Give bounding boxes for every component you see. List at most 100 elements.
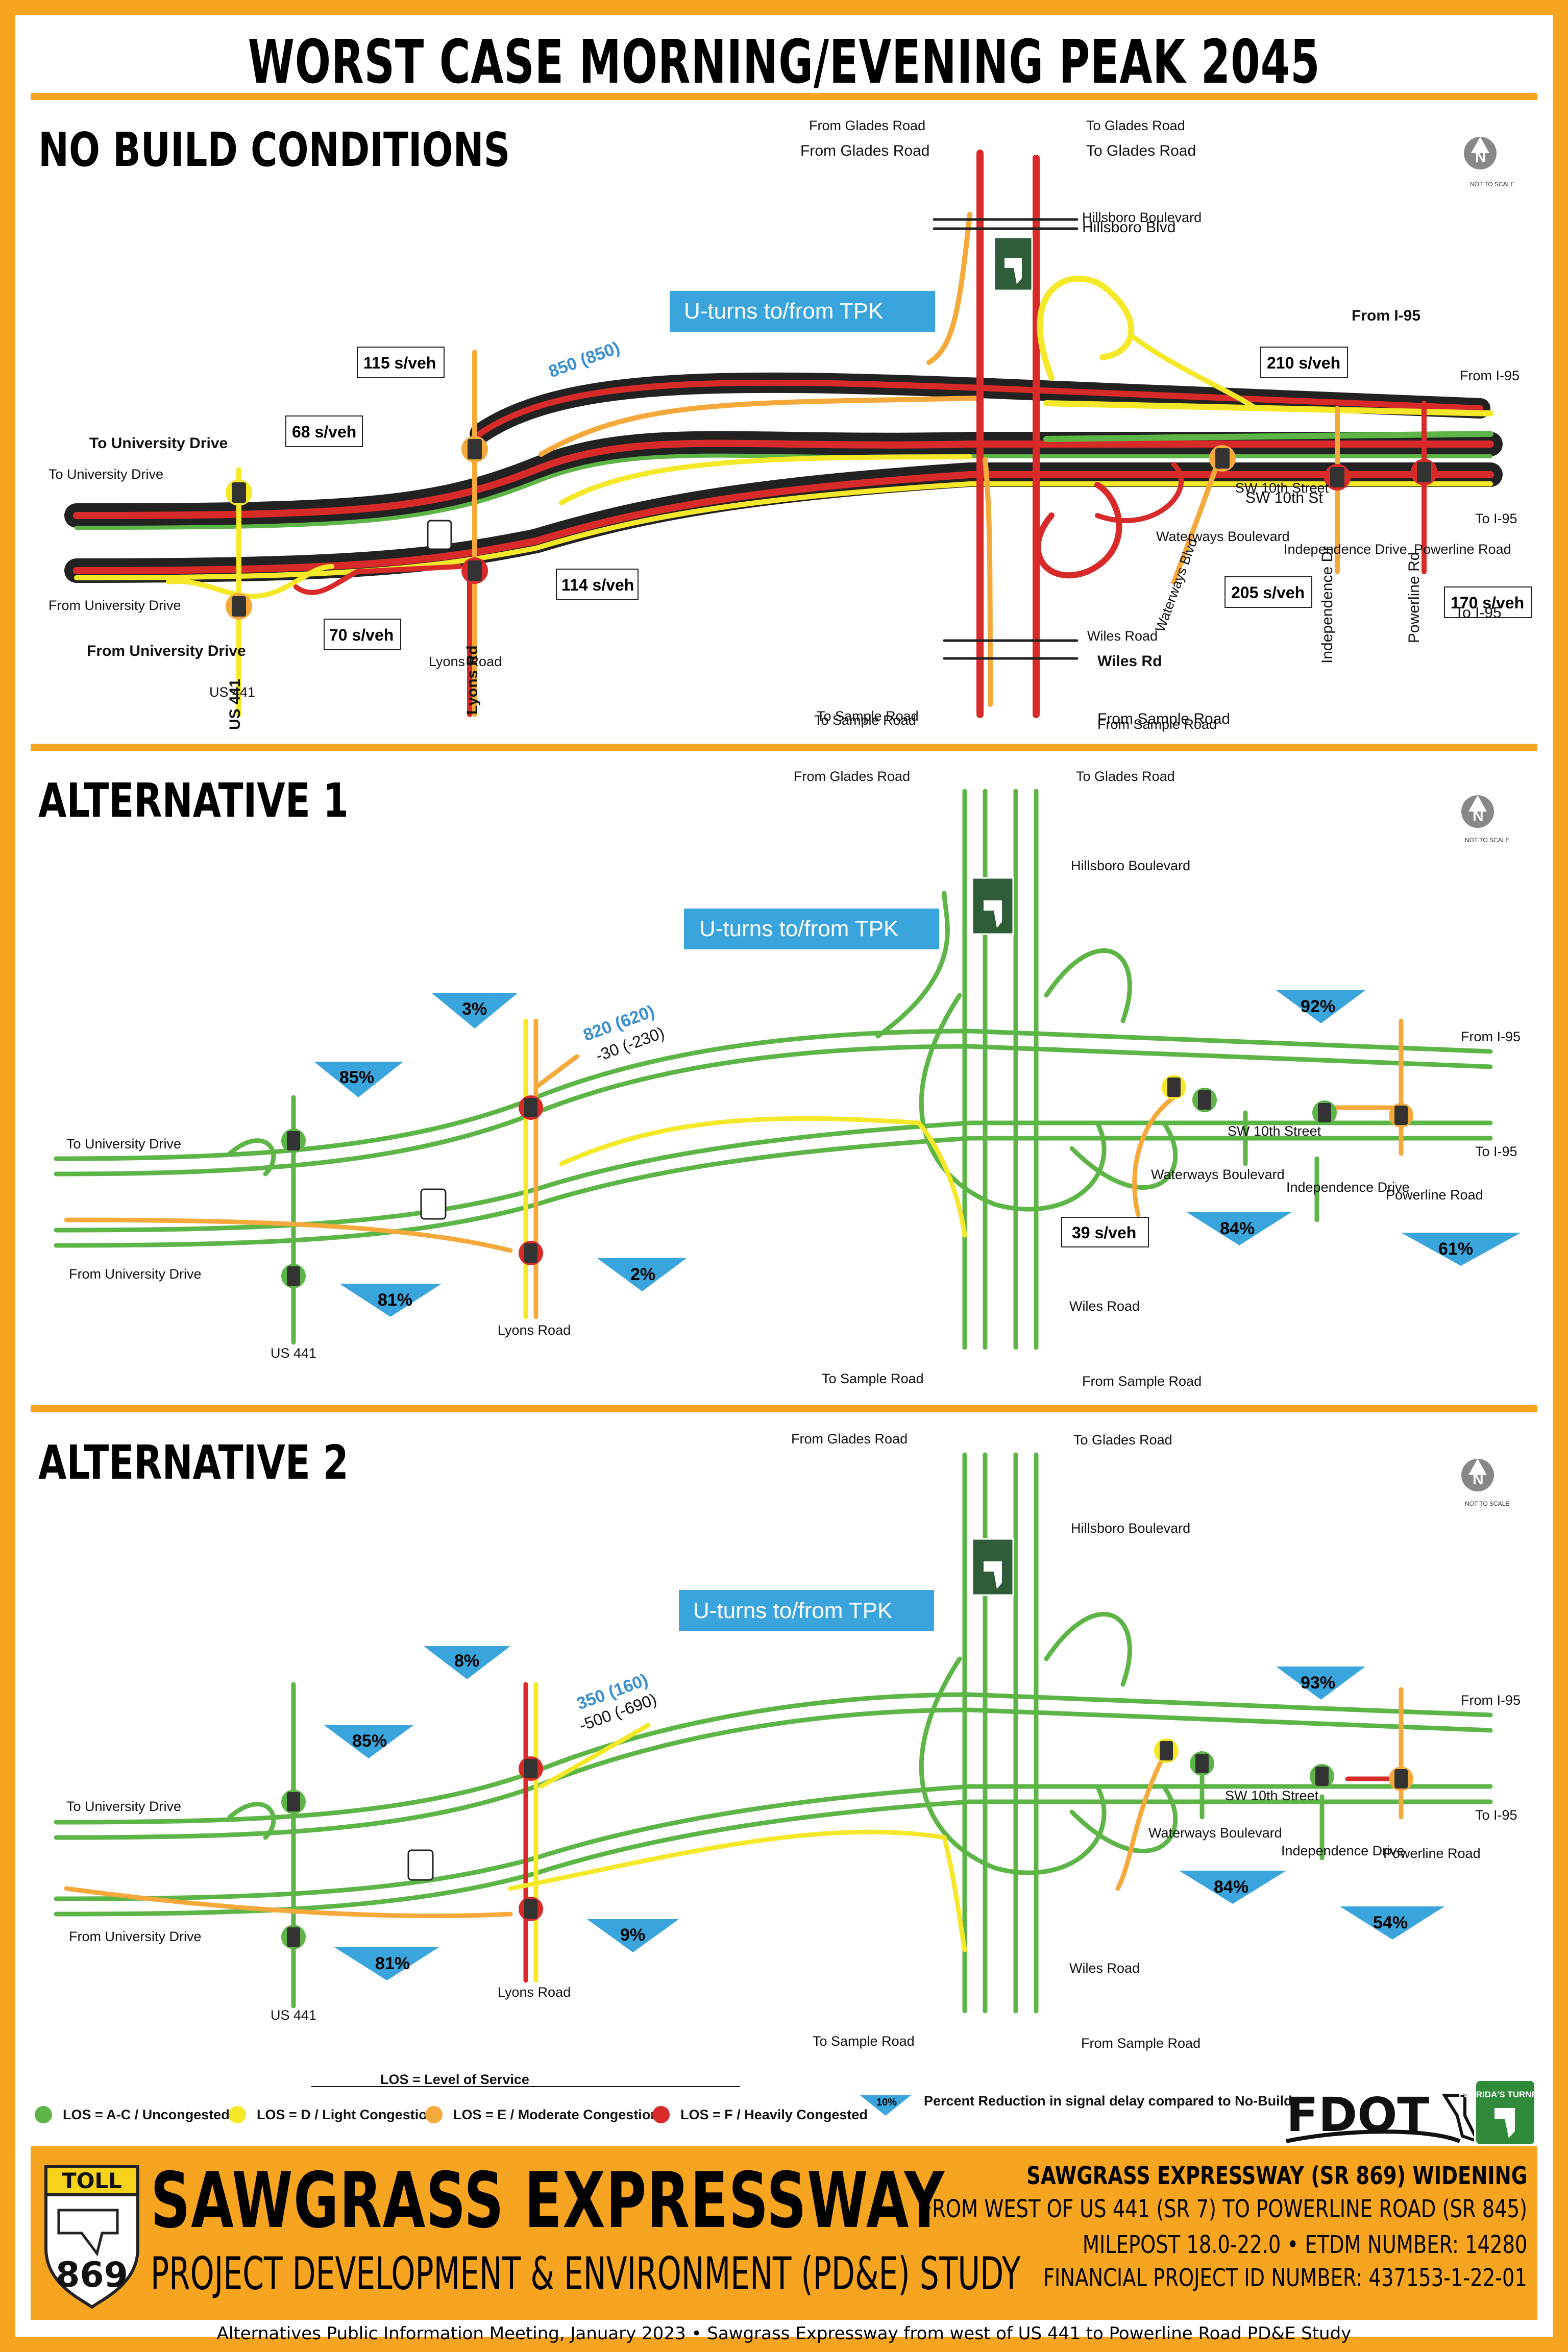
road-label: Wiles Road [1069,1298,1140,1314]
legend-item: LOS = D / Light Congestion [229,2106,435,2123]
road-label: From University Drive [87,643,246,659]
sr869-toll-shield-icon: TOLL 869 [44,2165,139,2309]
legend-label: LOS = A-C / Uncongested [63,2107,230,2122]
footer-study-name: PROJECT DEVELOPMENT & ENVIRONMENT (PD&E)… [151,2247,1021,2300]
reduction-label: 81% [378,1290,412,1310]
traffic-signal-icon [281,1129,306,1153]
traffic-signal-icon [1162,1075,1186,1099]
road-label: To University Drive [89,435,228,452]
nobuild-title: NO BUILD CONDITIONS [38,122,510,177]
road-label: From University Drive [48,598,181,613]
footer-fpid: FINANCIAL PROJECT ID NUMBER: 437153-1-22… [1043,2264,1527,2292]
road-label: Lyons Road [429,654,502,669]
traffic-signal-icon [281,1790,306,1814]
road-label: To I-95 [1475,1144,1517,1159]
alt2-reduction-callouts: 8% 85% 81% 9% 93% 84% 54% [324,1646,1444,1980]
road-label: SW 10th Street [1235,480,1329,496]
road-label: To Sample Road [822,1371,924,1386]
traffic-signal-icon [1192,1088,1217,1112]
footer-band: TOLL 869 SAWGRASS EXPRESSWAY PROJECT DEV… [31,2146,1537,2320]
legend-item: LOS = F / Heavily Congested [652,2106,868,2123]
page-title: WORST CASE MORNING/EVENING PEAK 2045 [248,27,1320,97]
road-label: To University Drive [48,467,163,482]
road-label: From I-95 [1461,1693,1521,1708]
sr869-shield-icon [407,1849,434,1881]
road-label: Waterways Boulevard [1151,1167,1285,1182]
traffic-signal-icon [1154,1738,1179,1763]
traffic-signal-icon [519,1095,543,1120]
alt1-delay-label: 39 s/veh [1072,1223,1136,1242]
alt1-road-labels: From Glades Road To Glades Road Hillsbor… [66,769,1521,1389]
alt1-diagram: N NOT TO SCALE [54,769,1521,1389]
road-label: Hillsboro Boulevard [1082,210,1202,225]
road-label: US 441 [209,684,255,700]
road-label: To Sample Road [814,713,916,728]
turnpike-logo-text: FLORIDA'S TURNPIKE [1459,2090,1537,2099]
legend-item: LOS = A-C / Uncongested [35,2106,230,2123]
delay-label: 68 s/veh [292,423,356,441]
footer-project-name: SAWGRASS EXPRESSWAY [151,2157,945,2245]
traffic-signal-icon [1310,1764,1334,1788]
road-label: From I-95 [1460,368,1520,383]
delay-label: 114 s/veh [561,576,634,594]
road-label: To I-95 [1455,604,1502,621]
nobuild-delay-boxes: 115 s/veh 68 s/veh 114 s/veh 70 s/veh 21… [285,347,1532,650]
road-label: Hillsboro Blvd [1082,219,1175,236]
road-label: To Sample Road [813,2033,915,2049]
alt2-title: ALTERNATIVE 2 [38,1435,349,1490]
legend-heading: LOS = Level of Service [380,2072,529,2087]
road-label: Waterways Blvd [1152,536,1200,634]
footer-widening: SAWGRASS EXPRESSWAY (SR 869) WIDENING [1026,2162,1527,2190]
alt2-uturn-box [679,1590,934,1631]
nobuild-diagram: N NOT TO SCALE [48,118,1532,732]
sr869-shield-icon [420,1188,447,1220]
svg-text:N: N [1475,149,1486,166]
reduction-label: 85% [339,1068,374,1087]
north-arrow-icon: N NOT TO SCALE [1461,1459,1509,1507]
traffic-signal-icon [461,557,488,584]
road-label: Wiles Road [1069,1961,1140,1976]
road-label: To I-95 [1475,1807,1517,1823]
delay-label: 70 s/veh [329,626,394,644]
road-label: US 441 [271,2007,316,2023]
legend: LOS = Level of Service LOS = A-C / Uncon… [35,2072,1537,2146]
traffic-signal-icon [1389,1103,1413,1128]
road-label: To Sample Road [817,708,919,724]
road-label: Waterways Boulevard [1156,529,1290,544]
legend-label: LOS = E / Moderate Congestion [453,2107,659,2122]
legend-pct-value: 10% [876,2097,897,2108]
road-label: From Sample Road [1097,710,1230,727]
footer-milepost: MILEPOST 18.0-22.0 • ETDM NUMBER: 14280 [1082,2231,1527,2259]
road-label: From Sample Road [1082,1374,1202,1389]
road-label: Independence Drive [1286,1180,1410,1195]
road-label: Wiles Rd [1097,653,1162,670]
road-label: Hillsboro Boulevard [1071,858,1190,873]
reduction-label: 84% [1214,1877,1248,1897]
legend-item: LOS = E / Moderate Congestion [425,2106,659,2123]
reduction-label: 81% [375,1954,410,1973]
alt2-diagram: N NOT TO SCALE [54,1431,1521,2051]
delay-label: 115 s/veh [363,354,436,372]
reduction-label: 2% [630,1265,655,1284]
turnpike-sign-icon [971,877,1014,935]
traffic-signal-icon [1324,464,1351,491]
traffic-signal-icon [461,436,488,462]
shield-toll-text: TOLL [62,2168,122,2193]
alt1-uturn-label: U-turns to/from TPK [699,916,898,941]
north-arrow-icon: N NOT TO SCALE [1464,137,1514,188]
reduction-label: 85% [352,1731,387,1751]
delay-label: 205 s/veh [1231,583,1305,602]
nobuild-road-labels: From Glades Road From Glades Road To Gla… [48,118,1520,732]
alt1-signals [281,1075,1413,1288]
road-label: Hillsboro Boulevard [1071,1521,1190,1536]
road-label: Independence Dr [1319,546,1336,664]
traffic-signal-icon [1209,445,1236,472]
north-arrow-icon: N NOT TO SCALE [1461,795,1509,844]
fdot-logo: FDOT [1286,2088,1481,2144]
road-label: Waterways Boulevard [1148,1825,1282,1841]
road-label: Powerline Road [1386,1187,1483,1203]
delay-label: 210 s/veh [1267,354,1340,372]
turnpike-sign-icon [993,236,1033,291]
reduction-label: 61% [1438,1239,1473,1259]
reduction-label: 84% [1220,1219,1255,1238]
